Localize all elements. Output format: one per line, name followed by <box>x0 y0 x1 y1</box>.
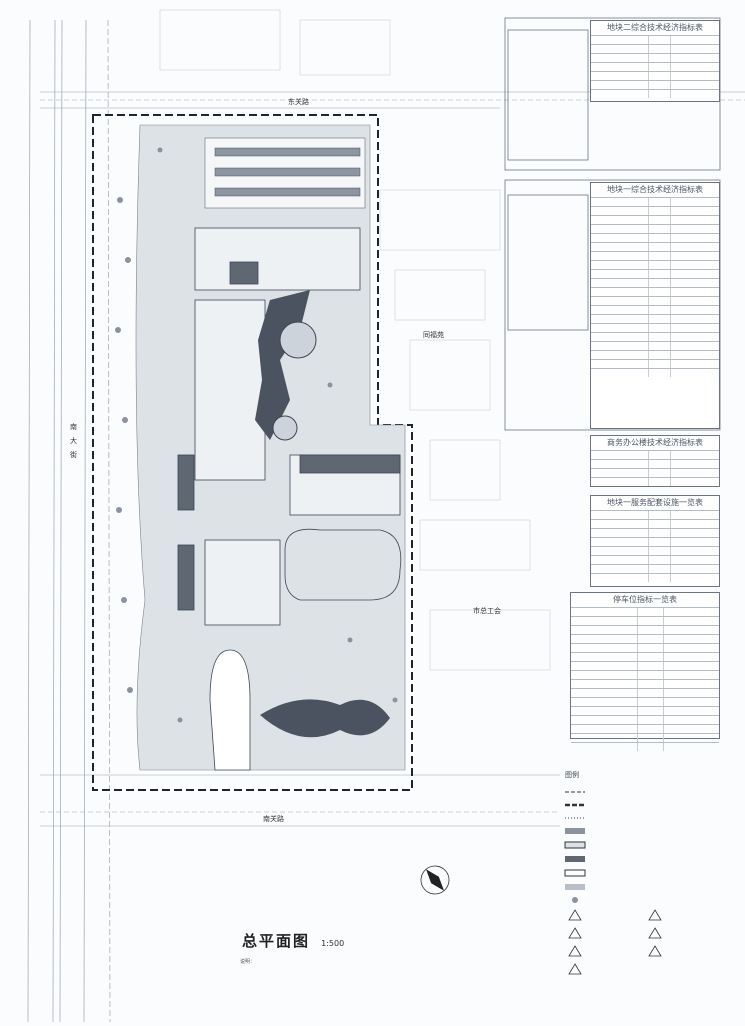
site-boundary <box>92 114 413 791</box>
green-area <box>135 124 406 771</box>
plaza-circle-2 <box>272 415 298 441</box>
table-service-facilities: 地块一服务配套设施一览表 <box>590 495 720 587</box>
street-label-west: 南大街 <box>70 423 77 459</box>
neighbor-blocks <box>159 9 551 671</box>
title-block: 总平面图 1:500 <box>242 930 344 951</box>
south-road <box>40 774 560 827</box>
notes-heading: 说明： <box>240 959 256 965</box>
table-title: 地块二综合技术经济指标表 <box>607 23 703 32</box>
table-block2-indicators: 地块二综合技术经济指标表 <box>590 20 720 102</box>
street-label-east-lower: 市总工会 <box>473 607 501 615</box>
tree-symbols <box>115 147 398 723</box>
south-plaza-pattern <box>260 699 390 738</box>
table-title: 地块一综合技术经济指标表 <box>607 185 703 194</box>
drawing-scale: 1:500 <box>321 939 345 948</box>
drawing-notes: 说明： <box>240 958 255 966</box>
table-title: 停车位指标一览表 <box>613 595 677 604</box>
drawing-title: 总平面图 <box>242 932 311 950</box>
internal-loop-road <box>284 528 402 601</box>
table-title: 地块一服务配套设施一览表 <box>607 498 703 507</box>
south-plaza <box>209 649 251 771</box>
west-road <box>27 19 111 1023</box>
legend-heading: 图例 <box>565 771 579 779</box>
street-label-north: 东关路 <box>288 98 309 106</box>
street-label-east-upper: 同福苑 <box>423 331 444 339</box>
street-label-south: 南关路 <box>263 815 284 823</box>
table-parking: 停车位指标一览表 <box>570 592 720 751</box>
table-title: 商务办公楼技术经济指标表 <box>607 438 703 447</box>
table-block1-indicators: 地块一综合技术经济指标表 <box>590 182 720 429</box>
parking-lot <box>204 137 366 209</box>
table-frames <box>504 17 721 431</box>
plaza-circle <box>279 321 317 359</box>
north-arrow-icon <box>420 865 450 895</box>
legend-symbols <box>564 791 662 975</box>
buildings <box>177 227 401 626</box>
table-office-indicators: 商务办公楼技术经济指标表 <box>590 435 720 487</box>
legend: 图例 <box>565 770 725 783</box>
